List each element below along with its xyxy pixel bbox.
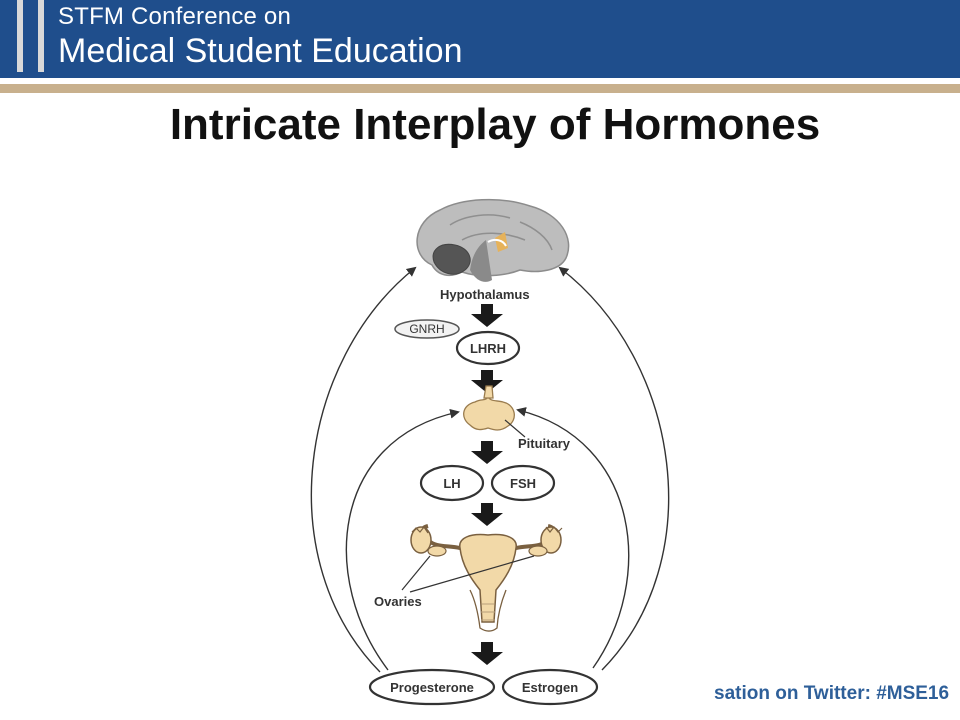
- down-arrow-icon: [471, 304, 503, 327]
- brain-illustration: [416, 198, 570, 282]
- progesterone-oval: [368, 668, 496, 706]
- twitter-hashtag-footer: sation on Twitter: #MSE16: [714, 683, 950, 704]
- feedback-arrows: [310, 266, 670, 673]
- pituitary-illustration: [463, 385, 526, 438]
- estrogen-oval: [501, 668, 599, 706]
- down-arrow-icon: [471, 503, 503, 526]
- down-arrow-icon: [471, 642, 503, 665]
- down-arrow-icon: [471, 370, 503, 393]
- pituitary-label: Pituitary: [518, 436, 571, 451]
- progesterone-label: Progesterone: [390, 680, 474, 695]
- header-banner: [0, 0, 960, 78]
- brand-bar-outer: [17, 0, 23, 72]
- slide-title: Intricate Interplay of Hormones: [169, 100, 821, 149]
- estrogen-to-hypothalamus-arrow: [558, 266, 670, 671]
- gnrh-oval: [394, 319, 460, 339]
- down-arrow-icon: [471, 441, 503, 464]
- uterus-illustration: [401, 524, 563, 632]
- lhrh-label: LHRH: [470, 341, 506, 356]
- down-arrows: [471, 304, 503, 665]
- estrogen-to-pituitary-arrow: [516, 407, 630, 669]
- header-divider-tan: [0, 84, 960, 93]
- header-divider-white: [0, 78, 960, 84]
- gnrh-label: GNRH: [409, 322, 444, 336]
- lh-label: LH: [443, 476, 460, 491]
- fsh-label: FSH: [510, 476, 536, 491]
- hypothalamus-label: Hypothalamus: [440, 287, 530, 302]
- lh-oval: [419, 464, 485, 502]
- ovaries-label: Ovaries: [374, 594, 422, 609]
- progesterone-to-pituitary-arrow: [345, 408, 460, 671]
- lhrh-oval: [455, 330, 521, 366]
- progesterone-to-hypothalamus-arrow: [310, 266, 417, 673]
- fsh-oval: [490, 464, 556, 502]
- conference-name-line1: STFM Conference on: [58, 3, 292, 30]
- brand-bar-inner: [38, 0, 44, 72]
- estrogen-label: Estrogen: [522, 680, 578, 695]
- conference-name-line2: Medical Student Education: [58, 32, 463, 70]
